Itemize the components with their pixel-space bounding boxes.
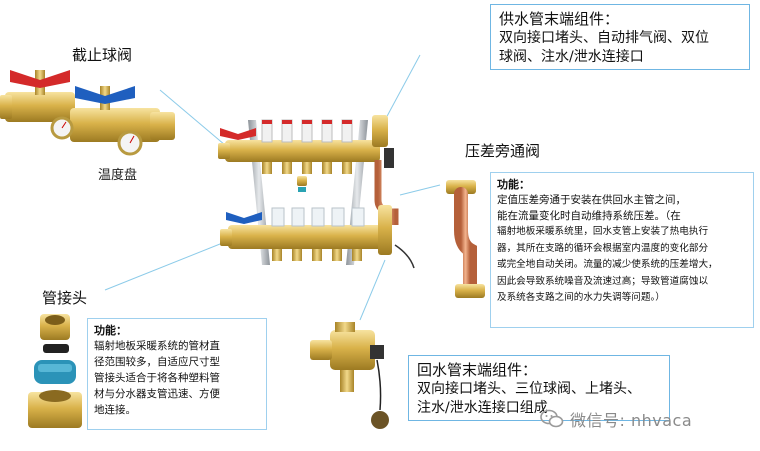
fitting-info-box: 功能： 辐射地板采暖系统的管材直 径范围较多，自适应尺寸型 管接头适合于将各种塑… [87,318,267,430]
bypass-info-line6: 因此会导致系统噪音及流速过高；导致管道腐蚀以 [497,275,709,287]
connector-lines [104,54,441,321]
fitting-info-line3: 管接头适合于将各种塑料管 [94,372,220,384]
supply-end-line1: 双向接口堵头、自动排气阀、双位 [499,30,709,46]
fitting-info-line4: 材与分水器支管迅速、方便 [94,388,220,400]
fitting-info-line2: 径范围较多，自适应尺寸型 [94,356,220,368]
bypass-info-line7: 及系统各支路之间的水力失调等问题。） [497,292,665,303]
bypass-info-box: 功能： 定值压差旁通于安装在供回水主管之间， 能在流量变化时自动维持系统压差。（… [490,172,754,328]
bypass-info-line5: 或完全地自动关闭。流量的减少使系统的压差增大， [497,259,718,270]
manifold-assembly [218,115,415,269]
pipe-fitting-parts [28,314,82,428]
wechat-icon [540,409,564,428]
bypass-info-line3: 辐射地板采暖系统里，回水支管上安装了热电执行 [497,226,709,237]
fitting-info-line1: 辐射地板采暖系统的管材直 [94,340,220,352]
return-end-box: 回水管末端组件： 双向接口堵头、三位球阀、上堵头、 注水/泄水连接口组成 [408,355,670,421]
bypass-valve [446,180,485,298]
return-end-title: 回水管末端组件： [417,361,538,379]
return-end-assembly [310,322,389,429]
supply-end-title: 供水管末端组件： [499,10,620,28]
ball-valve-pair [0,70,175,156]
ball-valve-label: 截止球阀 [72,46,133,64]
supply-end-line2: 球阀、注水/泄水连接口 [499,49,644,65]
thermometer-label: 温度盘 [98,168,138,183]
bypass-info-line4: 器，其所在支路的循环会根据室内温度的变化部分 [497,242,709,254]
bypass-info-line2: 能在流量变化时自动维持系统压差。（在 [497,210,681,222]
bypass-info-line1: 定值压差旁通于安装在供回水主管之间， [497,194,686,206]
fitting-label: 管接头 [42,289,88,307]
bypass-valve-label: 压差旁通阀 [465,142,541,160]
return-end-line1: 双向接口堵头、三位球阀、上堵头、 [417,381,641,397]
fitting-info-line5: 地连接。 [94,404,136,416]
return-end-line2: 注水/泄水连接口组成 [417,400,548,416]
watermark-text: 微信号: nhvaca [570,411,693,430]
wechat-watermark: 微信号: nhvaca [540,406,692,432]
supply-end-box: 供水管末端组件： 双向接口堵头、自动排气阀、双位 球阀、注水/泄水连接口 [490,4,750,70]
bypass-info-heading: 功能： [497,178,530,191]
fitting-info-heading: 功能： [94,324,127,337]
